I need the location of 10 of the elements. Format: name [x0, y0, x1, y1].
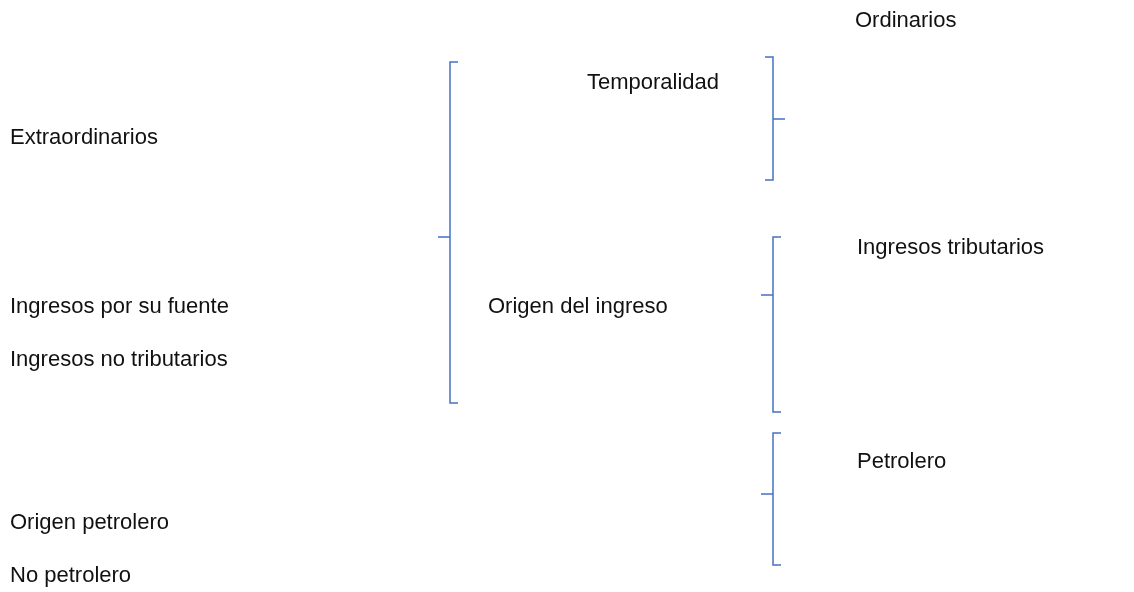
category-label: Temporalidad	[587, 69, 720, 95]
category-label: Ordinarios	[855, 7, 957, 33]
category-label: Petrolero	[857, 448, 947, 474]
category-label: Ingresos por su fuente	[10, 293, 229, 319]
category-label: Origen petrolero	[10, 509, 169, 535]
category-label: Origen del ingreso	[488, 293, 668, 319]
category-label: No petrolero	[10, 562, 132, 588]
category-label: Ingresos tributarios	[857, 234, 1045, 260]
category-label: Extraordinarios	[10, 124, 158, 150]
category-label: Ingresos no tributarios	[10, 346, 228, 372]
